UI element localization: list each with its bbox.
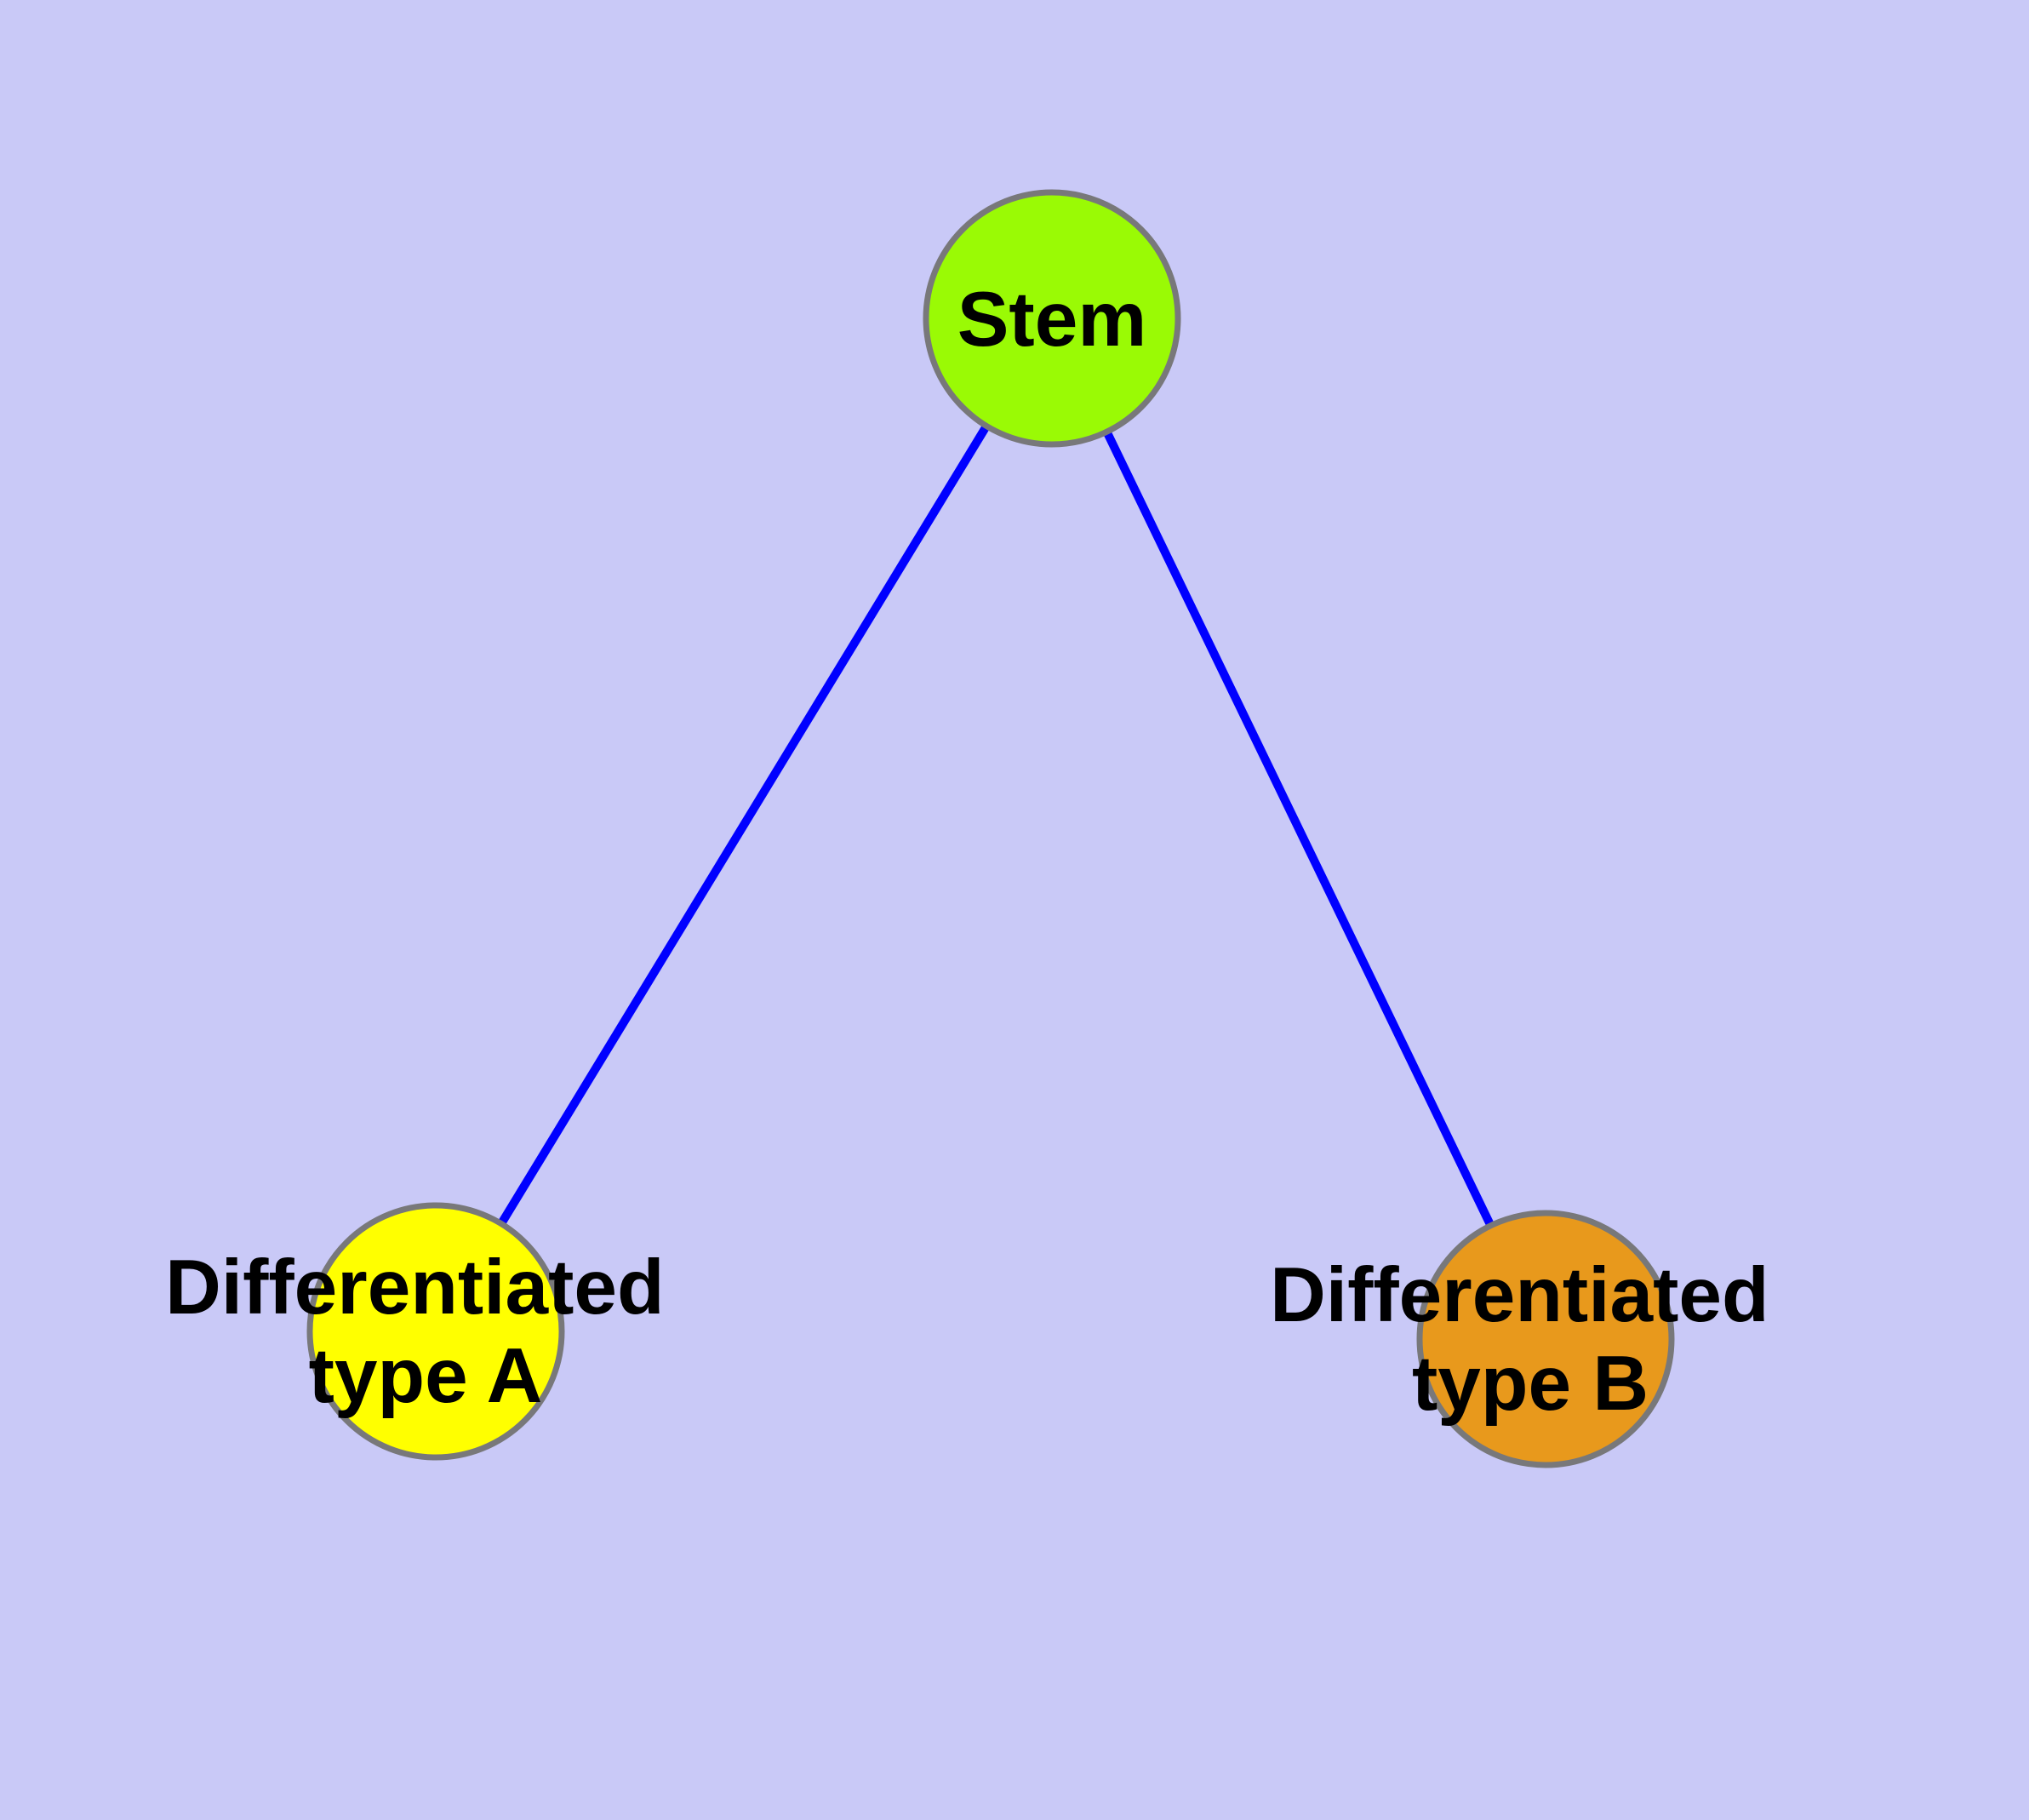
node-type-b-label-line2: type B [1412,1341,1649,1427]
node-type-a-label: Differentiated type A [165,1245,686,1419]
edge-stem-to-type-b [1048,316,1550,1342]
node-type-b-label: Differentiated type B [1270,1252,1791,1427]
node-differentiated-type-b [1416,1210,1675,1468]
node-stem-label: Stem [957,277,1147,363]
node-type-a-label-line1: Differentiated [165,1245,665,1331]
edge-stem-to-type-a [432,316,1056,1334]
node-stem [923,189,1181,448]
node-type-b-label-line1: Differentiated [1270,1252,1769,1338]
node-type-a-label-line2: type A [309,1333,543,1419]
node-differentiated-type-a [306,1202,565,1461]
